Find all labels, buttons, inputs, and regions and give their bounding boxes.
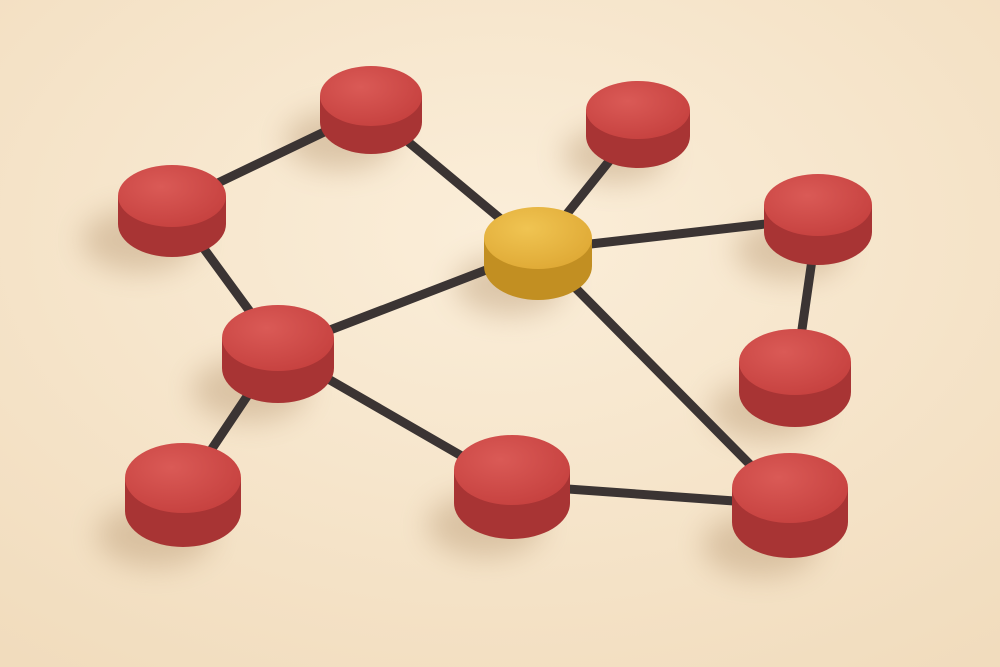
node-red [586, 81, 690, 168]
node-red [222, 305, 334, 403]
edge [533, 245, 795, 510]
node-red [125, 443, 241, 547]
node-red [764, 174, 872, 265]
node-red [118, 165, 226, 257]
node-red [739, 329, 851, 427]
nodes [118, 66, 872, 558]
node-hub [484, 207, 592, 300]
node-red [732, 453, 848, 558]
node-red [454, 435, 570, 539]
node-red [320, 66, 422, 154]
